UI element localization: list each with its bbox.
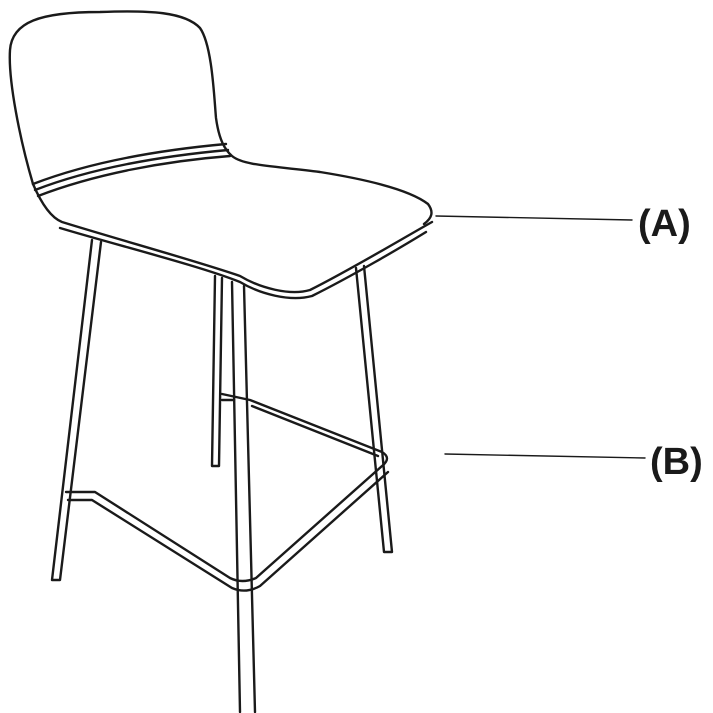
leg-front-center: [230, 280, 257, 713]
callout-label-a: (A): [638, 203, 691, 245]
leg-front-left: [50, 238, 103, 582]
seat-front-edge: [31, 182, 434, 294]
seam-band-lower: [36, 154, 232, 198]
seam-band-middle: [33, 148, 230, 192]
leg-right: [354, 264, 394, 554]
seam-band-upper: [31, 142, 228, 186]
footrest-ring-inner: [66, 398, 390, 592]
backrest-outline: [8, 10, 433, 226]
callout-line-a: [435, 215, 633, 221]
callout-line-b: [444, 453, 646, 459]
callout-label-b: (B): [650, 441, 703, 483]
seat-underside-edge: [58, 226, 428, 300]
footrest-ring: [64, 392, 389, 583]
leg-back-left: [210, 274, 224, 468]
